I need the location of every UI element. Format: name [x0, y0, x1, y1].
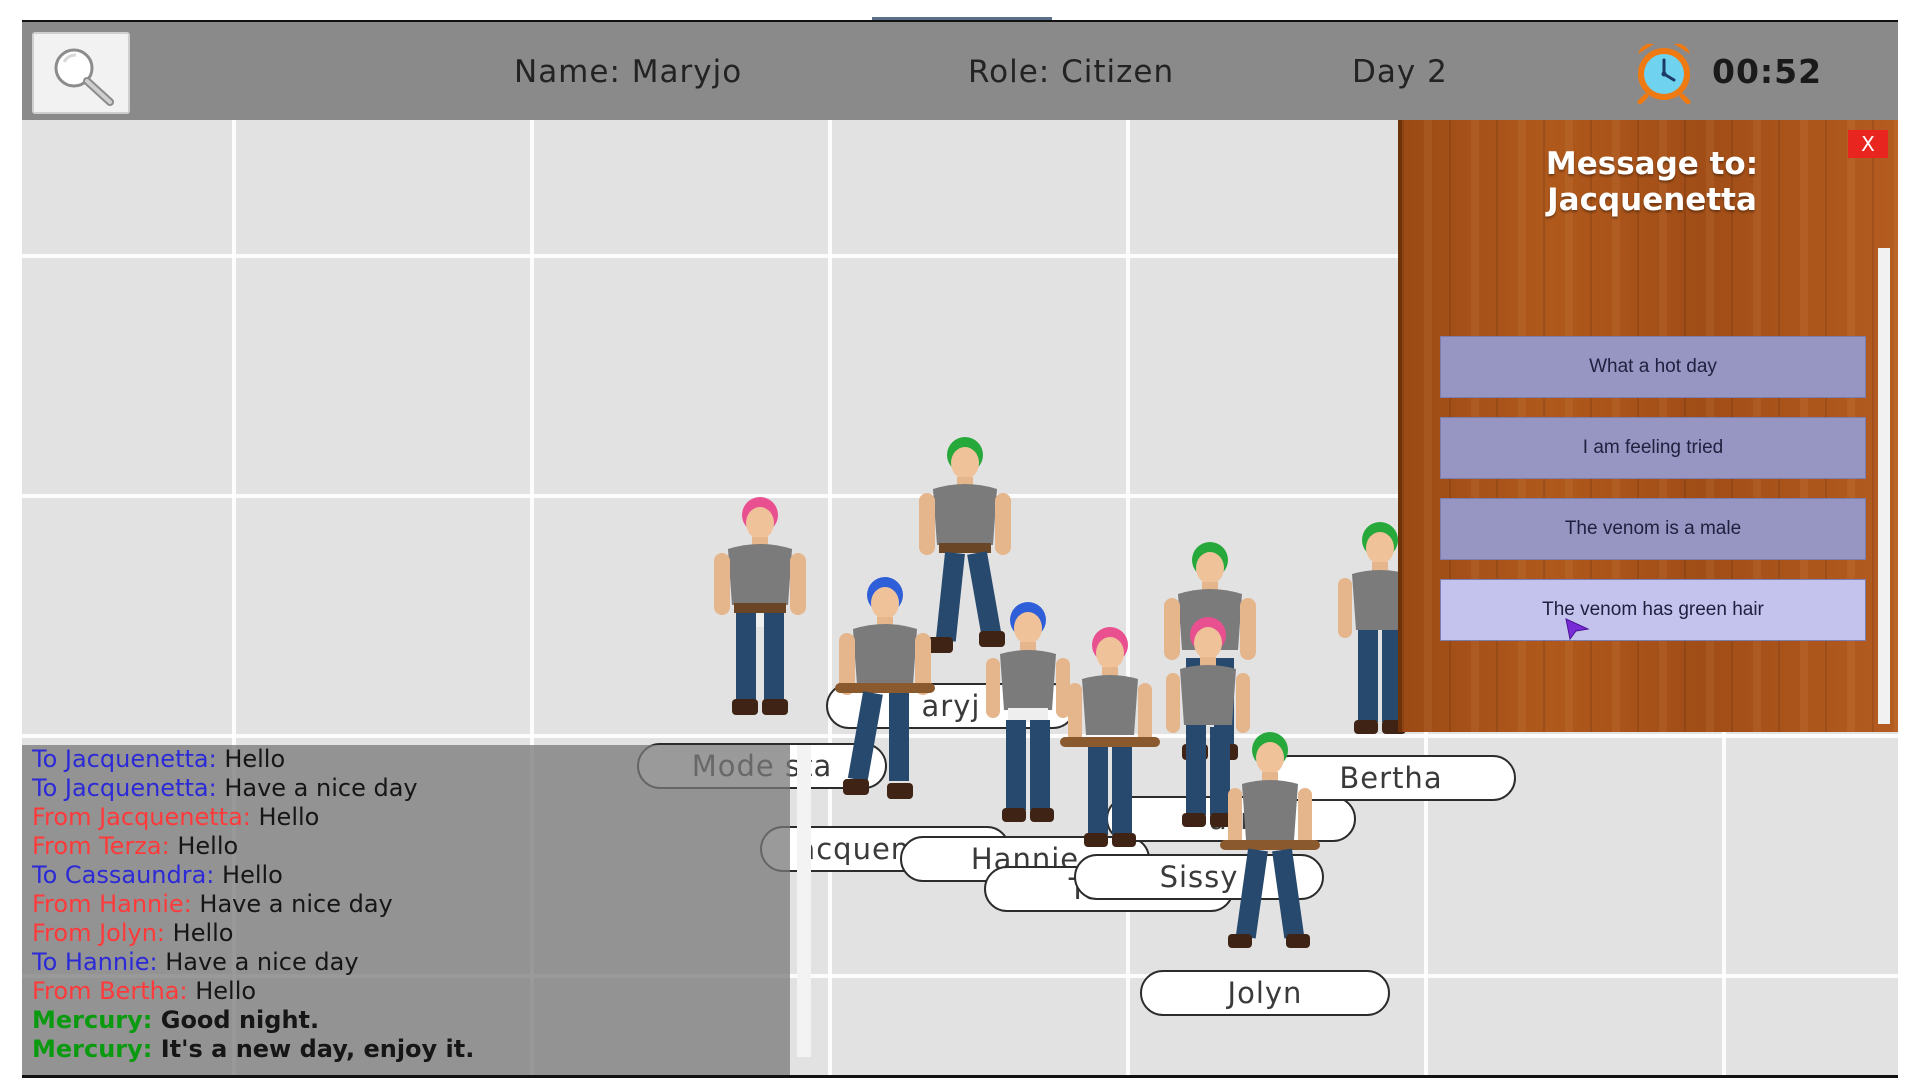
chat-message: Mercury: Good night. [32, 1006, 790, 1035]
chat-message: From Terza: Hello [32, 832, 790, 861]
chat-text: Hello [250, 803, 320, 831]
message-panel-title: Message to: Jacquenetta [1402, 146, 1902, 218]
message-option-3[interactable]: The venom is a male [1440, 498, 1866, 560]
chat-message: From Bertha: Hello [32, 977, 790, 1006]
player-name: Name: Maryjo [514, 54, 743, 90]
character-terza[interactable] [1050, 615, 1170, 870]
character-modesta[interactable] [700, 485, 820, 740]
message-option-2[interactable]: I am feeling tried [1440, 417, 1866, 479]
chat-sender: From Jacquenetta: [32, 803, 251, 831]
chat-sender: Mercury: [32, 1035, 153, 1063]
chat-message: From Jacquenetta: Hello [32, 803, 790, 832]
chat-text: Hello [165, 919, 234, 947]
top-border [22, 20, 1898, 23]
chat-sender: To Jacquenetta: [32, 774, 217, 802]
chat-text: Hello [216, 745, 286, 773]
hud-bar: Name: Maryjo Role: Citizen Day 2 00:52 [22, 22, 1898, 120]
character-hannie[interactable] [968, 590, 1088, 845]
chat-text: Have a nice day [157, 948, 359, 976]
message-option-1[interactable]: What a hot day [1440, 336, 1866, 398]
player-role: Role: Citizen [968, 54, 1175, 90]
message-title-line1: Message to: [1545, 146, 1759, 182]
chat-text: It's a new day, enjoy it. [152, 1035, 475, 1063]
alarm-clock-icon [1637, 43, 1691, 104]
character-maryjo[interactable] [905, 425, 1025, 680]
timer: 00:52 [1712, 52, 1823, 91]
chat-message: From Jolyn: Hello [32, 919, 790, 948]
search-button[interactable] [32, 32, 130, 114]
bottom-border [22, 1075, 1898, 1078]
chat-sender: To Jacquenetta: [32, 745, 217, 773]
character-jolyn[interactable] [1210, 720, 1330, 975]
character-jacquenetta[interactable] [825, 565, 945, 820]
message-panel-scrollbar[interactable] [1878, 248, 1890, 724]
message-option-4[interactable]: The venom has green hair [1440, 579, 1866, 641]
chat-sender: To Hannie: [32, 948, 158, 976]
chat-message: Mercury: It's a new day, enjoy it. [32, 1035, 790, 1064]
chat-message: To Jacquenetta: Have a nice day [32, 774, 790, 803]
chat-message: To Jacquenetta: Hello [32, 745, 790, 774]
message-recipient: Jacquenetta [1547, 182, 1757, 218]
chat-scrollbar[interactable] [797, 745, 811, 1057]
search-icon [54, 48, 114, 106]
day-counter: Day 2 [1352, 54, 1448, 90]
character-sissy[interactable] [1148, 605, 1268, 860]
chat-text: Good night. [152, 1006, 320, 1034]
chat-sender: To Cassaundra: [32, 861, 215, 889]
chat-text: Hello [214, 861, 283, 889]
name-tag-jolyn[interactable]: Jolyn [1140, 970, 1390, 1016]
close-button[interactable]: X [1848, 130, 1888, 158]
chat-text: Have a nice day [191, 890, 393, 918]
chat-sender: From Bertha: [32, 977, 188, 1005]
chat-sender: From Jolyn: [32, 919, 166, 947]
message-panel: X Message to: Jacquenetta What a hot day… [1398, 120, 1898, 732]
chat-message: From Hannie: Have a nice day [32, 890, 790, 919]
top-strip [0, 0, 1911, 23]
chat-sender: From Terza: [32, 832, 170, 860]
chat-message: To Hannie: Have a nice day [32, 948, 790, 977]
chat-sender: From Hannie: [32, 890, 192, 918]
chat-message: To Cassaundra: Hello [32, 861, 790, 890]
chat-text: Have a nice day [216, 774, 418, 802]
chat-sender: Mercury: [32, 1006, 153, 1034]
chat-text: Hello [187, 977, 257, 1005]
mouse-cursor-icon [1565, 618, 1590, 641]
chat-text: Hello [169, 832, 239, 860]
